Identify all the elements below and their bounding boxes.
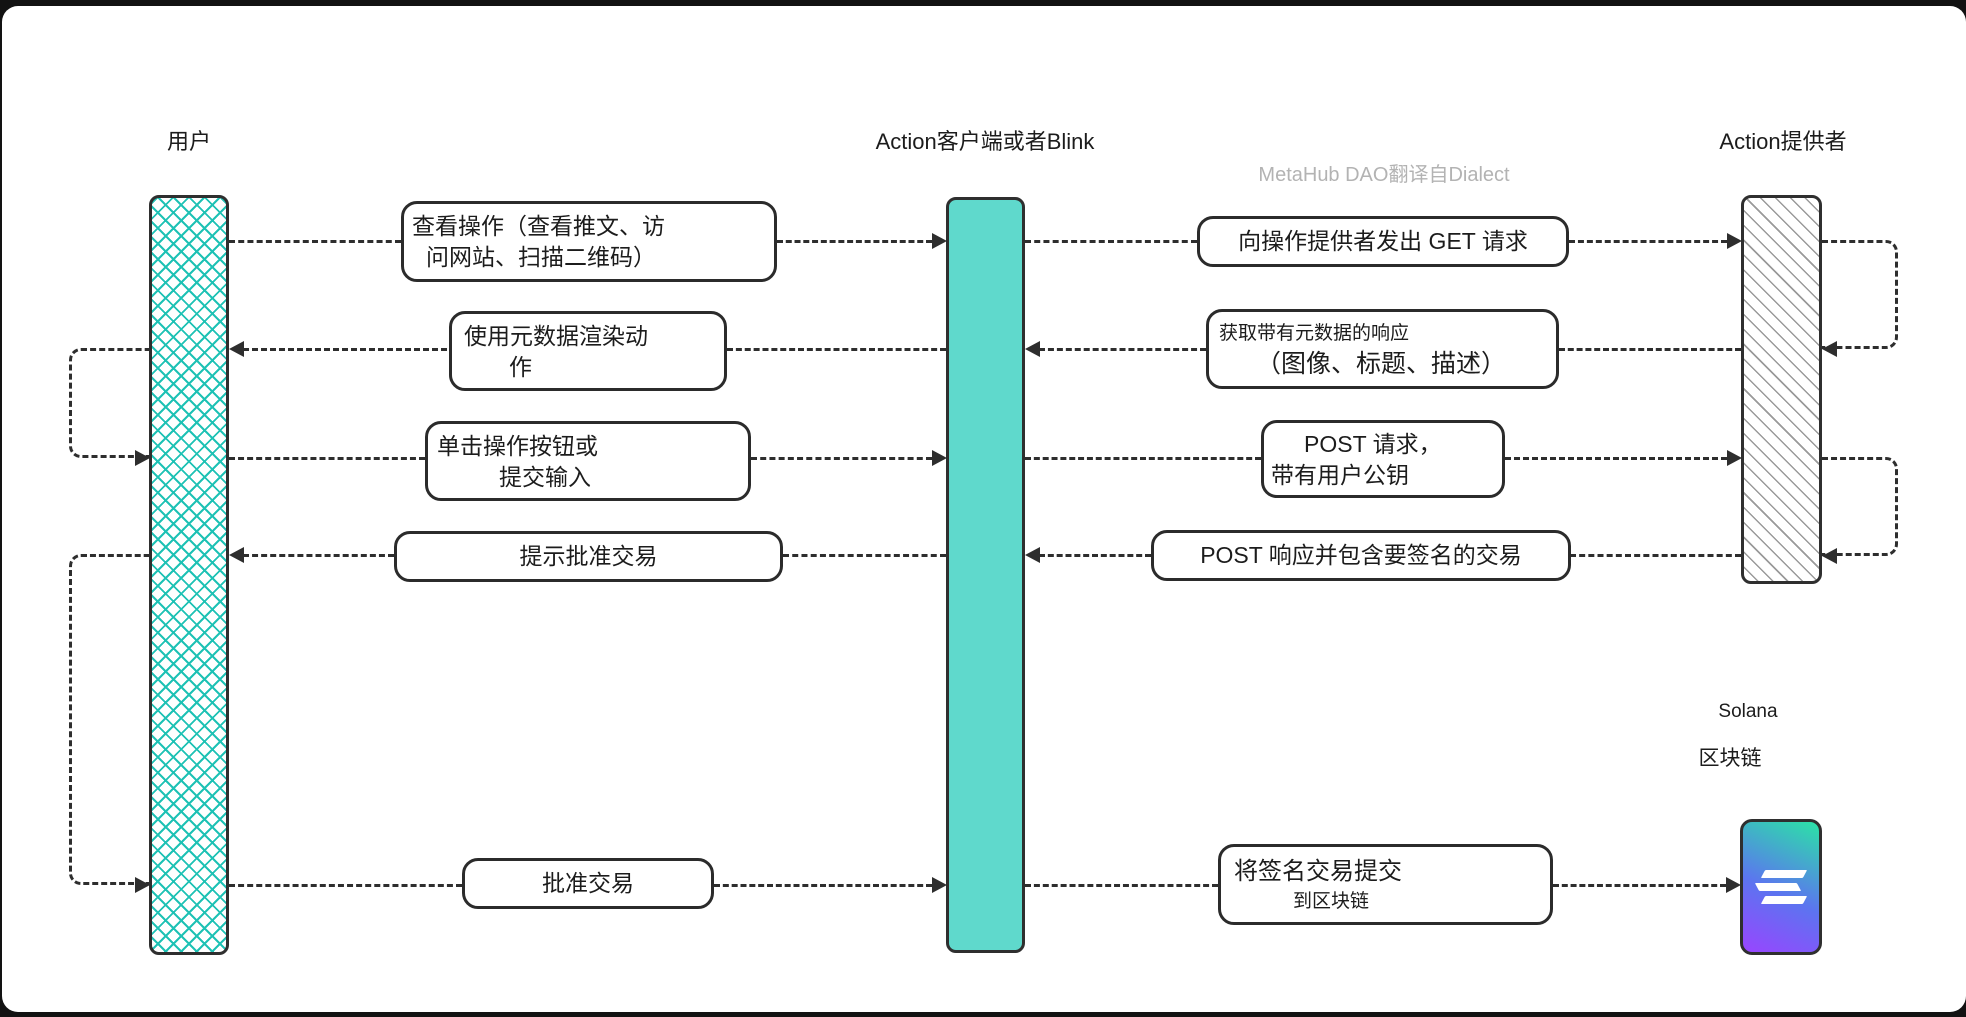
arrowhead-icon [1822,548,1837,564]
arrowhead-icon [135,877,150,893]
solana-label: Solana [1718,701,1778,722]
dashed-line [727,348,946,351]
message-box-submit-signed: 将签名交易提交 到区块链 [1218,844,1553,925]
arrowhead-icon [1822,341,1837,357]
solana-logo-icon [1760,896,1808,904]
message-box-view-action: 查看操作（查看推文、访 问网站、扫描二维码） [401,201,777,282]
solana-logo-tile [1740,819,1822,955]
dashed-line [1505,457,1727,460]
dashed-line [1025,884,1218,887]
client-activation-bar [946,197,1025,953]
client-lifeline-label: Action客户端或者Blink [875,129,1095,154]
dashed-line [714,884,932,887]
arrowhead-icon [932,450,947,466]
dashed-line [229,457,425,460]
provider-self-loop-2 [1822,457,1898,556]
diagram-canvas: 用户 Action客户端或者Blink Action提供者 MetaHub DA… [2,6,1966,1012]
user-lifeline-label: 用户 [166,129,211,154]
dashed-line [243,348,447,351]
message-text: 问网站、扫描二维码） [426,244,656,270]
dashed-line [783,554,946,557]
message-box-prompt-approve: 提示批准交易 [394,531,783,582]
message-text: 到区块链 [1293,891,1370,912]
dashed-line [1569,240,1727,243]
message-text: 单击操作按钮或 [437,433,598,459]
message-box-render-metadata: 使用元数据渲染动 作 [449,311,727,391]
dashed-line [229,240,401,243]
message-box-post-request: POST 请求， 带有用户公钥 [1261,420,1505,498]
dashed-line [1559,348,1741,351]
arrowhead-icon [229,341,244,357]
dashed-line [751,457,932,460]
message-box-click-button: 单击操作按钮或 提交输入 [425,421,751,501]
arrowhead-icon [1727,450,1742,466]
arrowhead-icon [1726,877,1741,893]
arrowhead-icon [1727,233,1742,249]
dashed-line [1039,554,1151,557]
message-box-approve-tx: 批准交易 [462,858,714,909]
message-box-post-response: POST 响应并包含要签名的交易 [1151,530,1571,581]
message-text: 批准交易 [542,870,634,896]
arrowhead-icon [932,877,947,893]
user-self-loop-1 [69,348,149,458]
arrowhead-icon [932,233,947,249]
message-text: 向操作提供者发出 GET 请求 [1238,228,1528,254]
blockchain-label: 区块链 [1698,747,1762,770]
message-text: 作 [509,354,532,380]
message-text: 查看操作（查看推文、访 [412,213,665,239]
message-text: POST 请求， [1304,431,1442,457]
message-text: （图像、标题、描述） [1256,350,1507,378]
arrowhead-icon [229,547,244,563]
arrowhead-icon [1025,341,1040,357]
dashed-line [229,884,462,887]
message-box-metadata-response: 获取带有元数据的响应 （图像、标题、描述） [1206,309,1559,389]
dashed-line [1025,457,1261,460]
dashed-line [243,554,394,557]
dashed-line [777,240,932,243]
message-text: 将签名交易提交 [1234,858,1402,885]
solana-logo-icon [1760,870,1808,878]
provider-lifeline-label: Action提供者 [1719,129,1847,154]
message-text: 使用元数据渲染动 [464,323,648,349]
message-text: 提示批准交易 [519,543,658,569]
provider-activation-bar [1741,195,1822,584]
watermark-credit: MetaHub DAO翻译自Dialect [1258,164,1510,186]
message-text: POST 响应并包含要签名的交易 [1200,542,1522,568]
arrowhead-icon [1025,547,1040,563]
message-text: 提交输入 [499,464,591,490]
dashed-line [1025,240,1197,243]
provider-self-loop-1 [1822,240,1898,349]
message-text: 带有用户公钥 [1271,462,1409,488]
dashed-line [1553,884,1726,887]
dashed-line [1039,348,1206,351]
dashed-line [1570,554,1741,557]
solana-logo-icon [1754,883,1802,891]
message-text: 获取带有元数据的响应 [1219,323,1410,344]
user-self-loop-2 [69,554,149,885]
message-box-get-request: 向操作提供者发出 GET 请求 [1197,216,1569,267]
user-activation-bar [149,195,229,955]
arrowhead-icon [135,450,150,466]
